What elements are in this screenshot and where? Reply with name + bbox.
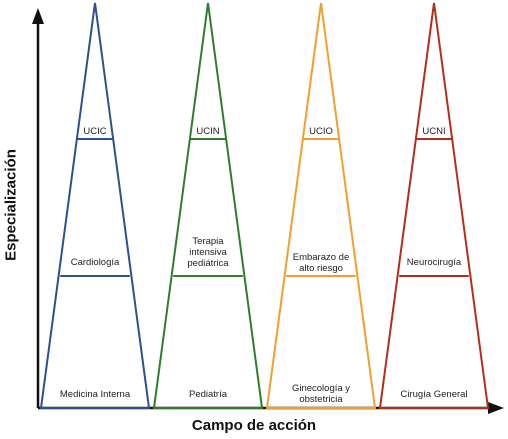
column-1-top-label: UCIC — [83, 126, 107, 137]
column-2-triangle — [152, 2, 264, 409]
column-1-outline — [39, 2, 151, 409]
column-4-base-label: Cirugía General — [400, 389, 468, 400]
column-4-outline — [378, 2, 490, 409]
column-2-base-label: Pediatría — [188, 389, 228, 400]
column-1-triangle — [39, 2, 151, 409]
column-2-top-label: UCIN — [196, 126, 220, 137]
column-3-outline — [265, 2, 377, 409]
column-4-middle-label: Neurocirugía — [406, 257, 462, 268]
column-1-base-label: Medicina Interna — [59, 389, 131, 400]
y-axis-arrowhead — [32, 8, 44, 24]
column-4-triangle — [378, 2, 490, 409]
y-axis-title: Especialización — [2, 149, 20, 261]
column-3-triangle — [265, 2, 377, 409]
column-2-outline — [152, 2, 264, 409]
x-axis-title: Campo de acción — [191, 417, 317, 434]
x-axis-arrowhead — [488, 402, 504, 414]
column-4-top-label: UCNI — [422, 126, 446, 137]
column-1-middle-label: Cardiología — [70, 257, 120, 268]
column-3-top-label: UCIO — [309, 126, 333, 137]
